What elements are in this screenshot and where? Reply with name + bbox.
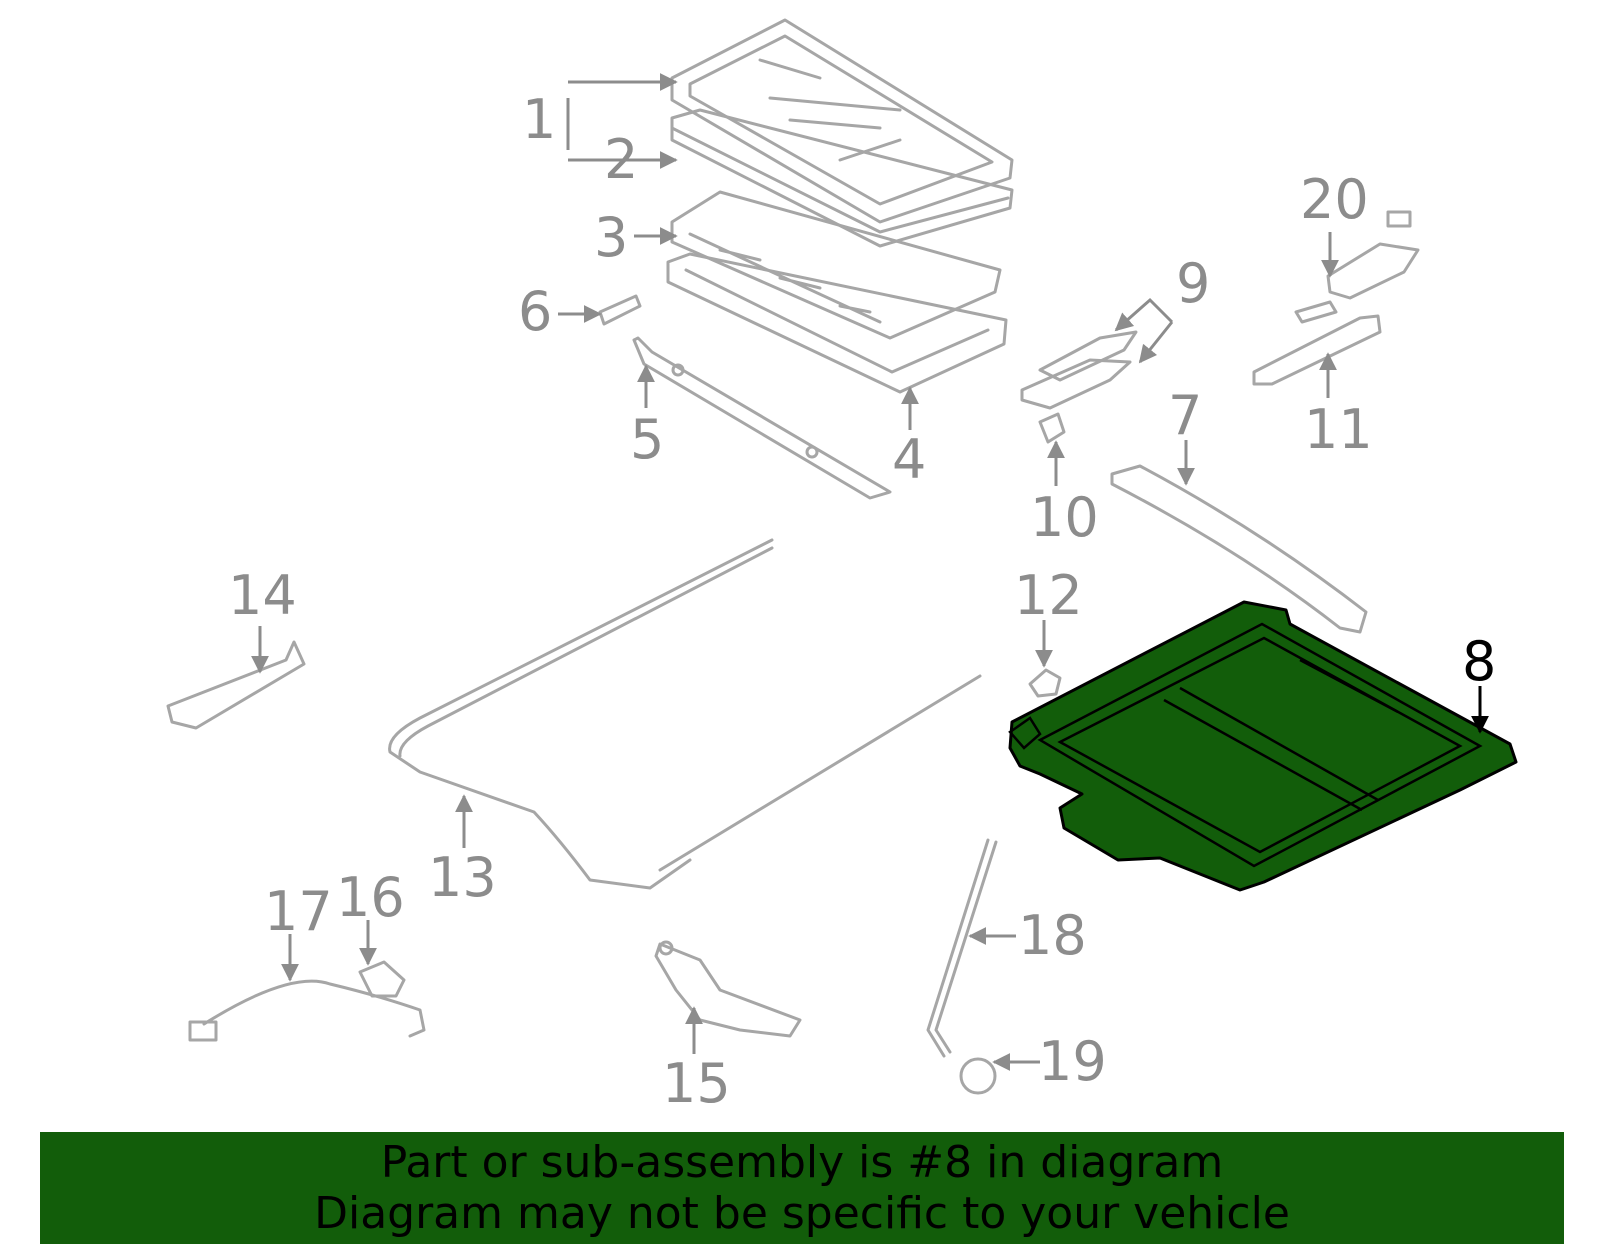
callout-7: 7 [1168, 384, 1202, 447]
part-18-drain-hose [926, 838, 998, 1058]
part-11-rail [1252, 314, 1382, 386]
callout-8: 8 [1462, 630, 1496, 693]
part-14-bracket [166, 640, 306, 730]
callout-14: 14 [228, 564, 297, 627]
part-10-clip [1038, 412, 1066, 444]
part-12-nut [1028, 668, 1062, 698]
callout-17: 17 [264, 880, 333, 943]
callout-12: 12 [1014, 564, 1083, 627]
callout-6: 6 [518, 280, 552, 343]
part-6-clip [598, 294, 642, 326]
part-9-bracket [1020, 330, 1138, 410]
part-15-motor [654, 940, 802, 1038]
callout-20: 20 [1300, 168, 1369, 231]
footer-line-2: Diagram may not be specific to your vehi… [314, 1188, 1290, 1239]
part-13-drive-cable [388, 538, 982, 890]
callout-3: 3 [594, 206, 628, 269]
footer-line-1: Part or sub-assembly is #8 in diagram [380, 1137, 1224, 1188]
callout-19: 19 [1038, 1030, 1107, 1093]
part-4-sunshade-frame [666, 252, 1008, 394]
part-2-glass-seal [670, 108, 1014, 248]
callout-1: 1 [522, 88, 556, 151]
callout-5: 5 [630, 408, 664, 471]
part-1-glass-panel [670, 18, 1014, 224]
callout-16: 16 [336, 866, 405, 929]
part-7-guide-rail [1110, 464, 1368, 634]
callout-10: 10 [1030, 486, 1099, 549]
part-16-switch [358, 960, 406, 998]
leader-lines [251, 73, 1489, 1071]
callout-4: 4 [892, 428, 926, 491]
callout-2: 2 [604, 128, 638, 191]
callout-13: 13 [428, 846, 497, 909]
callout-18: 18 [1018, 904, 1087, 967]
part-20-module [1294, 210, 1420, 324]
part-5-rail [632, 336, 892, 500]
part-8-sunroof-frame-highlighted[interactable] [1008, 600, 1518, 892]
footer-banner: Part or sub-assembly is #8 in diagram Di… [40, 1132, 1564, 1244]
callout-9: 9 [1176, 252, 1210, 315]
callout-11: 11 [1304, 398, 1373, 461]
part-17-harness [188, 979, 426, 1042]
callout-15: 15 [662, 1052, 731, 1115]
part-19-grommet [959, 1057, 997, 1095]
